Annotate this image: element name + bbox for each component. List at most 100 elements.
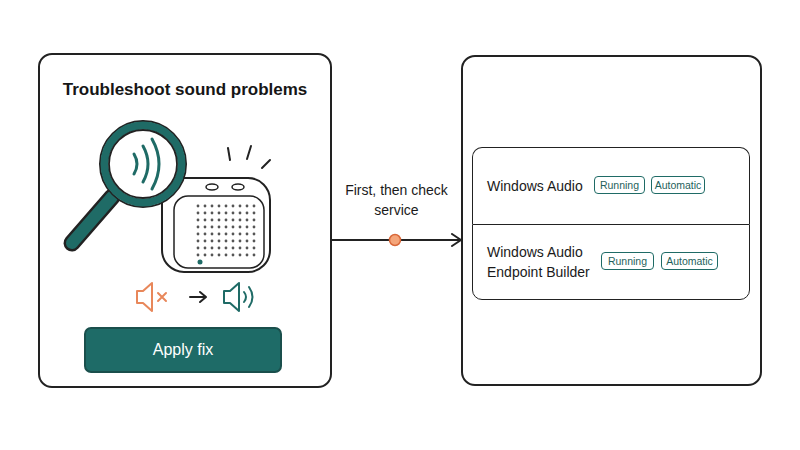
speaker-illustration: [162, 146, 270, 272]
grille-dot: [253, 247, 256, 250]
connector-decoration: [390, 235, 401, 246]
sound-wave: [152, 139, 159, 189]
grille-dot: [246, 240, 249, 243]
volume-wave: [244, 292, 246, 302]
grille-dot: [253, 240, 256, 243]
grille-dot: [197, 205, 200, 208]
magnifier-illustration: [72, 121, 186, 243]
grille-dot: [211, 219, 214, 222]
startup-text: Automatic: [652, 177, 704, 193]
grille-dot: [253, 205, 256, 208]
grille-dot: [239, 247, 242, 250]
arrow-symbol: [190, 292, 206, 302]
magnifier-rim: [105, 126, 182, 203]
grille-dot: [246, 219, 249, 222]
grille-dot: [253, 233, 256, 236]
grille-dot: [239, 233, 242, 236]
service-name: Windows Audio Endpoint Builder: [487, 242, 599, 282]
status-badge: Running: [594, 176, 645, 194]
grille-dot: [253, 254, 256, 257]
panel-box: RunningAutomaticWindows AudioRunningAuto…: [461, 55, 762, 386]
grille-dot: [246, 205, 249, 208]
grille-dot: [204, 219, 207, 222]
volume-icon: [224, 283, 253, 311]
grille-dot: [197, 212, 200, 215]
grille-dot: [225, 212, 228, 215]
grille-dot: [232, 233, 235, 236]
grille-dot: [225, 240, 228, 243]
grille-dot: [239, 205, 242, 208]
speaker-button: [206, 184, 218, 190]
grille-dot: [239, 219, 242, 222]
grille-dot: [197, 219, 200, 222]
grille-dot: [246, 212, 249, 215]
startup-text: Automatic: [662, 253, 717, 269]
grille-dot: [239, 226, 242, 229]
transition-arrow: [190, 292, 206, 302]
grille-dot: [239, 254, 242, 257]
grille-dot: [218, 212, 221, 215]
flow-arrow: [332, 239, 461, 241]
grille-dot: [253, 226, 256, 229]
grille-dot: [197, 254, 200, 257]
grille-dot: [204, 247, 207, 250]
connector-dot: [390, 235, 401, 246]
grille-dot: [225, 226, 228, 229]
grille-dot: [232, 247, 235, 250]
sound-stroke: [228, 148, 230, 160]
edge-label: First, then check service: [337, 180, 457, 220]
grille-dot: [197, 233, 200, 236]
speaker-symbol: [224, 283, 239, 311]
grille-dot: [232, 212, 235, 215]
grille-dot: [218, 254, 221, 257]
speaker-grille: [197, 205, 256, 257]
sound-stroke: [247, 146, 251, 159]
status-badge: Running: [601, 252, 654, 270]
grille-dot: [232, 205, 235, 208]
grille-dot: [246, 254, 249, 257]
grille-dot: [253, 219, 256, 222]
grille-dot: [211, 233, 214, 236]
speaker-symbol: [137, 283, 152, 311]
grille-dot: [204, 254, 207, 257]
service-row: RunningAutomaticWindows Audio: [472, 147, 750, 224]
grille-dot: [225, 219, 228, 222]
grille-dot: [211, 254, 214, 257]
grille-dot: [204, 212, 207, 215]
grille-dot: [225, 205, 228, 208]
grille-dot: [218, 205, 221, 208]
grille-dot: [246, 226, 249, 229]
grille-dot: [225, 247, 228, 250]
action-button: Apply fix: [84, 327, 282, 373]
grille-dot: [232, 254, 235, 257]
grille-dot: [211, 247, 214, 250]
grille-dot: [204, 240, 207, 243]
grille-dot: [204, 226, 207, 229]
grille-dot: [218, 219, 221, 222]
grille-dot: [232, 226, 235, 229]
button-label: Apply fix: [86, 329, 280, 371]
startup-badge: Automatic: [661, 252, 718, 270]
service-row: Running Automatic Windows Audio Endpoint B…: [472, 224, 750, 300]
magnifier-handle: [72, 197, 112, 243]
panel-title: Troubleshoot sound problems: [40, 79, 330, 101]
grille-dot: [232, 219, 235, 222]
grille-dot: [218, 247, 221, 250]
grille-dot: [225, 233, 228, 236]
grille-dot: [211, 226, 214, 229]
grille-dot: [211, 240, 214, 243]
grille-dot: [218, 240, 221, 243]
grille-dot: [197, 226, 200, 229]
grille-dot: [239, 240, 242, 243]
status-text: Running: [602, 253, 653, 269]
grille-dot: [204, 233, 207, 236]
mute-icon: [137, 283, 166, 311]
grille-dot: [218, 233, 221, 236]
sound-wave: [134, 154, 137, 174]
speaker-led: [198, 260, 203, 265]
grille-dot: [253, 212, 256, 215]
sound-wave: [143, 146, 148, 182]
grille-dot: [211, 205, 214, 208]
speaker-body: [162, 178, 270, 272]
